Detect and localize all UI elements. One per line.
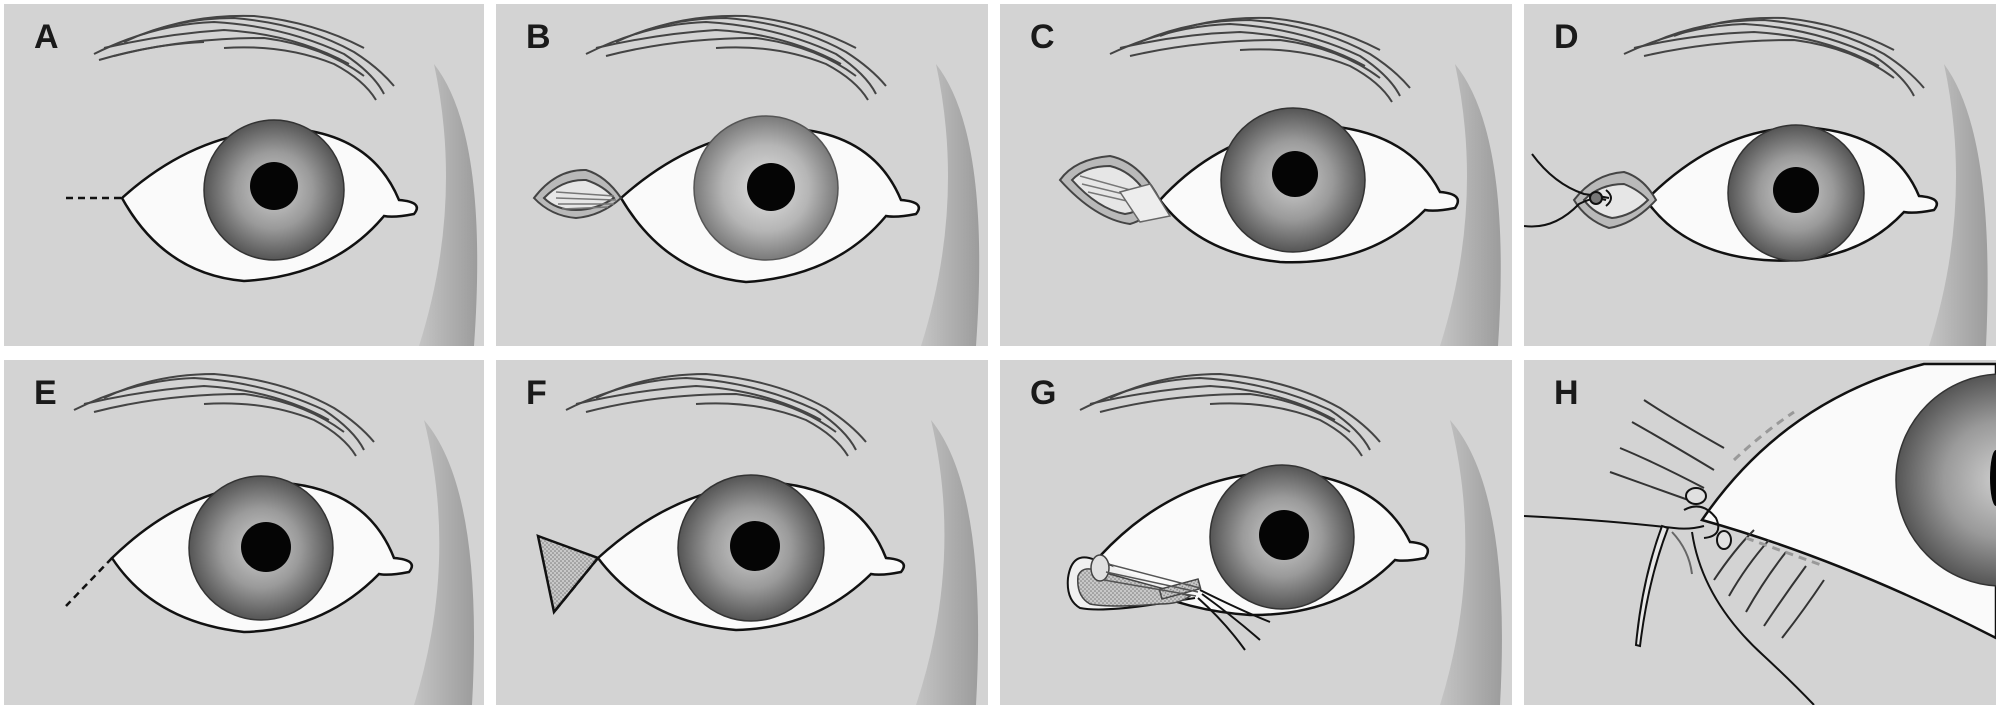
panel-c: C xyxy=(1000,4,1512,346)
eyebrow xyxy=(1623,16,1925,97)
canthal-opening xyxy=(532,168,623,220)
orbital-rim xyxy=(916,420,979,705)
orbital-rim xyxy=(1440,420,1502,705)
panel-label: G xyxy=(1030,374,1057,412)
orbital-rim xyxy=(1929,64,1988,346)
panel-b: B xyxy=(496,4,988,346)
panel-g: G xyxy=(1000,360,1512,705)
lateral-tarsal-strip xyxy=(1066,554,1271,651)
eye-illustration xyxy=(1524,16,1988,346)
canthal-flap xyxy=(1058,154,1172,226)
panel-label: B xyxy=(526,18,551,56)
eye-illustration xyxy=(532,14,980,346)
panel-d: D xyxy=(1524,4,1996,346)
excised-triangle xyxy=(536,534,601,615)
eyebrow xyxy=(1109,16,1411,103)
eye-illustration xyxy=(65,372,474,705)
eyebrow xyxy=(73,372,375,457)
panel-f: F xyxy=(496,360,988,705)
panel-label: E xyxy=(34,374,57,412)
eye-illustration xyxy=(66,14,478,346)
pupil xyxy=(1259,510,1309,560)
eye-illustration-closeup xyxy=(1524,362,1996,705)
panel-label: H xyxy=(1554,374,1579,412)
pupil xyxy=(747,163,795,211)
suture-and-needle xyxy=(1524,487,1815,705)
panel-e: E xyxy=(4,360,484,705)
panel-label: C xyxy=(1030,18,1055,56)
eyebrow xyxy=(585,14,887,101)
eyebrow xyxy=(1079,372,1381,457)
orbital-rim xyxy=(1440,64,1501,346)
panel-label: F xyxy=(526,374,547,412)
eye-illustration xyxy=(1058,16,1501,346)
pupil xyxy=(250,162,298,210)
orbital-rim xyxy=(419,64,478,346)
iris xyxy=(1895,373,1996,587)
suture-thread xyxy=(1524,153,1612,228)
eyelashes xyxy=(1609,399,1825,639)
pupil xyxy=(1272,151,1318,197)
pupil xyxy=(730,521,780,571)
orbital-rim xyxy=(414,420,474,705)
eyebrow xyxy=(565,372,867,457)
lash-line-dashes xyxy=(1732,410,1825,568)
pupil xyxy=(241,522,291,572)
pupil xyxy=(1990,450,1996,506)
eyebrow xyxy=(93,14,395,101)
pupil xyxy=(1773,167,1819,213)
panel-label: A xyxy=(34,18,59,56)
eye-illustration xyxy=(536,372,979,705)
dashed-incision-line xyxy=(65,557,113,607)
eye-illustration xyxy=(1066,372,1502,705)
panel-a: A xyxy=(4,4,484,346)
orbital-rim xyxy=(921,64,980,346)
panel-h: H xyxy=(1524,360,1996,705)
panel-label: D xyxy=(1554,18,1579,56)
